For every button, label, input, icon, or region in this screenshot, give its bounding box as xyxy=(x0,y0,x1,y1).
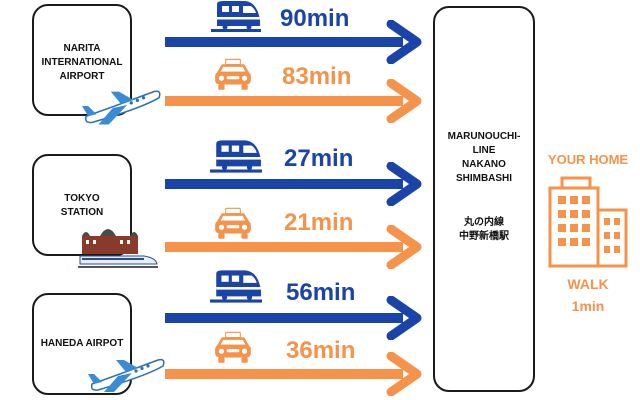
airplane-icon xyxy=(86,352,166,396)
tokyo-station-icon xyxy=(78,229,158,268)
train-time-narita: 90min xyxy=(280,5,350,32)
destination-box: MARUNOUCHI- LINE NAKANO SHIMBASHI 丸の内線 中… xyxy=(433,6,535,392)
walk-time: 1min xyxy=(571,298,605,314)
taxi-arrow-haneda xyxy=(165,352,427,396)
destination-name-en: MARUNOUCHI- LINE NAKANO SHIMBASHI xyxy=(447,131,521,184)
origin-label-narita: NARITA INTERNATIONAL AIRPORT xyxy=(41,43,123,82)
origin-box-narita: NARITA INTERNATIONAL AIRPORT xyxy=(32,4,132,116)
train-arrow-narita xyxy=(165,20,427,64)
taxi-time-narita: 83min xyxy=(282,63,352,90)
origin-label-tokyo-station: TOKYO STATION xyxy=(60,193,104,218)
train-arrow-haneda xyxy=(165,296,427,340)
train-time-haneda: 56min xyxy=(286,279,356,306)
taxi-time-tokyo-station: 21min xyxy=(284,209,354,236)
taxi-arrow-tokyo-station xyxy=(165,225,427,269)
walk-label: WALK xyxy=(567,276,609,292)
train-arrow-tokyo-station xyxy=(165,162,427,206)
taxi-arrow-narita xyxy=(165,79,427,123)
airplane-icon xyxy=(80,84,162,128)
building-icon xyxy=(548,176,628,268)
destination-name-jp: 丸の内線 中野新橋駅 xyxy=(459,217,509,242)
taxi-time-haneda: 36min xyxy=(286,337,356,364)
train-time-tokyo-station: 27min xyxy=(284,145,354,172)
home-title: YOUR HOME xyxy=(547,152,629,167)
origin-label-haneda: HANEDA AIRPOT xyxy=(40,338,124,349)
